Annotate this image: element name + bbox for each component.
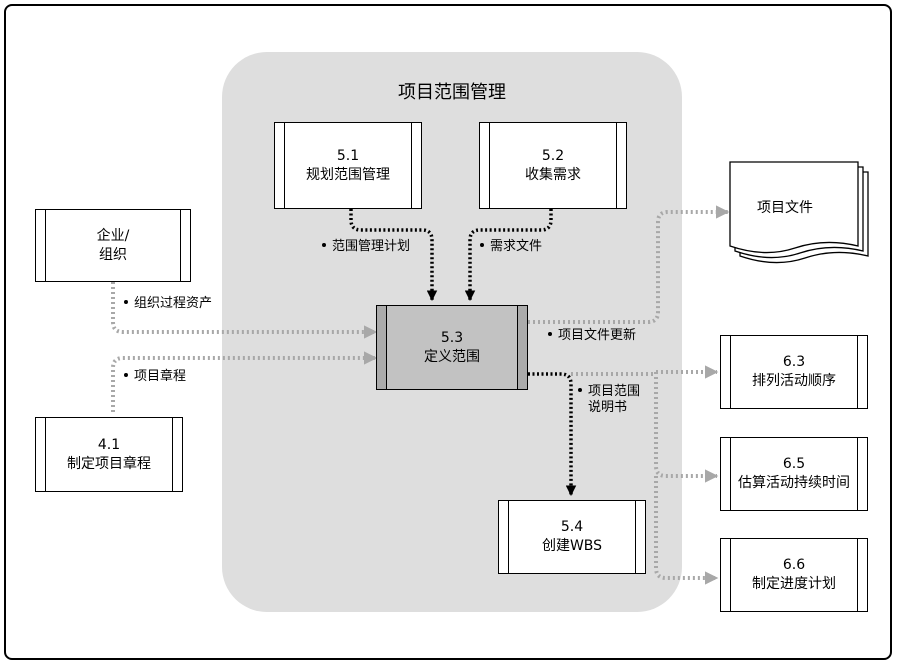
process-label: 估算活动持续时间 — [738, 475, 850, 491]
process-4-1: 4.1 制定项目章程 — [35, 417, 183, 492]
edge-label-scope-statement: 项目范围 — [578, 384, 640, 400]
enterprise-line2: 组织 — [99, 246, 127, 263]
edge-label-text: 范围管理计划 — [332, 239, 411, 254]
bullet-icon — [322, 242, 326, 247]
edge-label-text: 项目范围 — [588, 384, 641, 399]
bullet-icon — [124, 299, 128, 304]
edge-label-text: 说明书 — [588, 400, 628, 415]
process-5-3: 5.3 定义范围 — [376, 305, 528, 390]
panel-title: 项目范围管理 — [398, 82, 506, 103]
bullet-icon — [480, 242, 484, 247]
process-5-1: 5.1 规划范围管理 — [274, 122, 422, 209]
edge-51-53 — [349, 209, 438, 302]
enterprise-line1: 企业/ — [96, 227, 130, 244]
process-number: 4.1 — [97, 436, 121, 453]
edge-label-text: 需求文件 — [490, 239, 543, 254]
edge-org-assets — [111, 282, 378, 339]
edge-charter — [111, 351, 378, 412]
edge-docs-update — [528, 205, 730, 324]
edge-label-charter: 项目章程 — [124, 369, 186, 385]
edge-label-requirements: 需求文件 — [480, 239, 542, 255]
process-number: 5.3 — [440, 329, 464, 346]
project-docs-label: 项目文件 — [757, 200, 813, 216]
edge-to-65 — [654, 372, 719, 483]
bullet-icon — [548, 331, 552, 336]
bullet-icon — [578, 387, 582, 392]
process-label: 创建WBS — [541, 538, 603, 554]
edge-label-scope-plan: 范围管理计划 — [322, 239, 410, 255]
project-docs-icon — [729, 161, 869, 264]
edge-label-org-assets: 组织过程资产 — [124, 296, 212, 312]
edge-to-66 — [654, 476, 719, 585]
process-number: 6.3 — [782, 354, 806, 370]
process-label: 制定项目章程 — [67, 455, 151, 472]
edge-label-text: 组织过程资产 — [134, 296, 213, 311]
edge-label-scope-statement-2: 说明书 — [588, 400, 627, 416]
process-number: 5.1 — [336, 147, 360, 164]
bullet-icon — [124, 372, 128, 377]
process-5-4: 5.4 创建WBS — [498, 500, 646, 574]
process-number: 6.5 — [782, 456, 806, 472]
process-6-5: 6.5 估算活动持续时间 — [720, 437, 868, 511]
process-5-2: 5.2 收集需求 — [479, 122, 627, 209]
edge-label-text: 项目文件更新 — [558, 328, 637, 343]
process-number: 5.4 — [560, 519, 584, 535]
edge-label-docs-update: 项目文件更新 — [548, 328, 636, 344]
process-label: 排列活动顺序 — [752, 373, 836, 389]
process-6-3: 6.3 排列活动顺序 — [720, 335, 868, 409]
process-label: 收集需求 — [525, 166, 581, 183]
edge-label-text: 项目章程 — [134, 369, 187, 384]
enterprise-organization: 企业/ 组织 — [35, 209, 191, 282]
edge-52-53 — [464, 209, 553, 302]
process-number: 6.6 — [782, 557, 806, 573]
process-label: 制定进度计划 — [752, 576, 836, 592]
diagram-frame — [4, 4, 892, 660]
edge-53-54 — [528, 372, 577, 497]
process-6-6: 6.6 制定进度计划 — [720, 538, 868, 612]
process-number: 5.2 — [541, 147, 565, 164]
process-label: 规划范围管理 — [306, 166, 390, 183]
process-label: 定义范围 — [424, 348, 480, 365]
